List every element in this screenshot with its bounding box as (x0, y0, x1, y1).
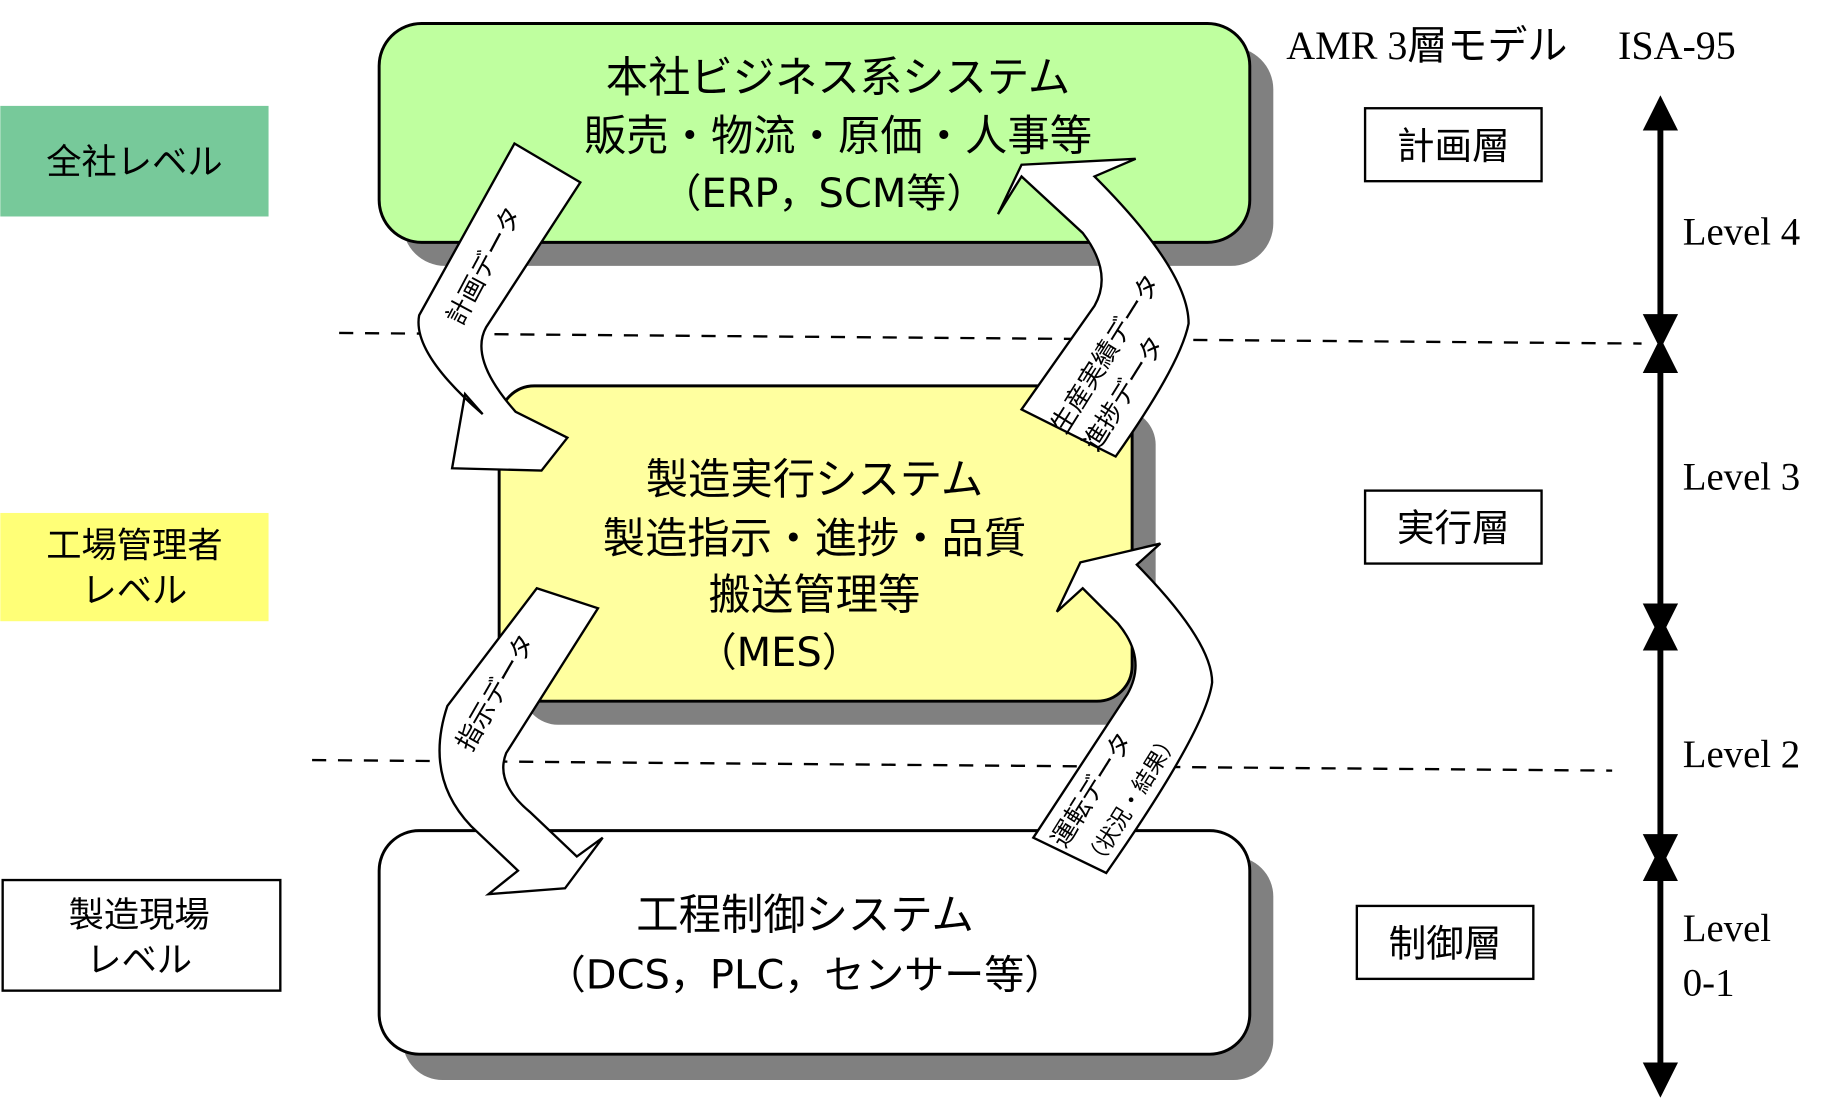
layer-box (1355, 904, 1535, 981)
level-label: Level 4 (1683, 211, 1800, 254)
org-level-label: レベル (82, 570, 188, 611)
org-level-enterprise: 全社レベル (0, 105, 269, 217)
level-label: 0-1 (1683, 961, 1735, 1004)
layer-label: 計画層 (1397, 124, 1510, 168)
flow-arrow-production-results: 生産実績データ 進捗データ (996, 157, 1190, 458)
system-examples: （DCS，PLC，センサー等） (546, 952, 1064, 998)
flow-arrow-shape (438, 586, 604, 896)
system-box-mes: 製造実行システム 製造指示・進捗・品質 搬送管理等 （MES） (497, 384, 1156, 725)
org-level-bg (1, 878, 282, 992)
system-subtitle: 販売・物流・原価・人事等 (584, 112, 1092, 161)
system-examples: （ERP，SCM等） (661, 171, 986, 217)
org-level-label: レベル (86, 940, 192, 981)
level-label: Level (1683, 907, 1771, 950)
layer-label: 実行層 (1397, 506, 1510, 550)
org-level-bg (0, 512, 269, 622)
layer-box (1363, 489, 1543, 565)
amr-layer-planning: 計画層 (1363, 107, 1543, 183)
amr-layer-control: 制御層 (1355, 904, 1535, 981)
model-title: AMR 3層モデル (1286, 23, 1567, 68)
system-box-control: 工程制御システム （DCS，PLC，センサー等） (377, 829, 1274, 1081)
system-subtitle: 製造指示・進捗・品質 (603, 514, 1026, 563)
flow-arrow-shape (1031, 542, 1214, 875)
level-label: Level 3 (1683, 455, 1800, 498)
box-body (497, 384, 1134, 703)
org-level-factory-manager: 工場管理者 レベル (0, 512, 269, 622)
layer-label: 制御層 (1389, 922, 1502, 966)
level-separator (339, 331, 1642, 345)
system-title: 工程制御システム (636, 890, 973, 939)
org-level-label: 工場管理者 (46, 526, 222, 567)
system-title: 製造実行システム (646, 455, 983, 504)
isa-level-2: Level 2 (1642, 615, 1800, 870)
level-label: Level 2 (1683, 733, 1800, 776)
layer-box (1363, 107, 1543, 183)
box-body (377, 829, 1252, 1056)
amr-layer-execution: 実行層 (1363, 489, 1543, 565)
org-level-bg (0, 105, 269, 217)
org-level-label: 製造現場 (69, 895, 210, 936)
system-subtitle: 搬送管理等 (709, 570, 921, 619)
system-examples: （MES） (697, 630, 862, 676)
isa-level-0-1: Level 0-1 (1642, 845, 1771, 1098)
flow-arrow-shape (996, 157, 1190, 458)
level-separator (312, 758, 1613, 772)
isa-level-3: Level 3 (1642, 337, 1800, 639)
flow-arrow-shape (417, 141, 582, 472)
standard-title: ISA-95 (1618, 23, 1736, 68)
org-level-label: 全社レベル (46, 142, 222, 183)
isa-level-4: Level 4 (1642, 95, 1800, 350)
org-level-shop-floor: 製造現場 レベル (1, 878, 282, 992)
system-title: 本社ビジネス系システム (606, 53, 1071, 102)
